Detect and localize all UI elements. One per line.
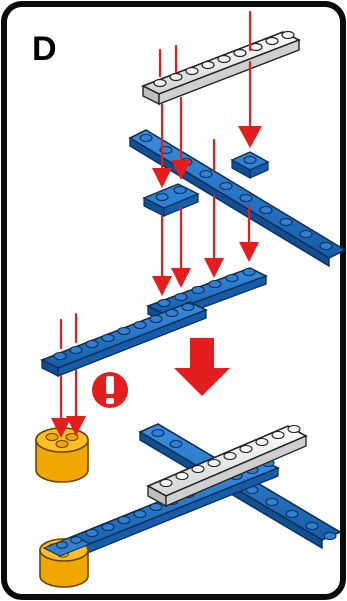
blue-plate-lower-left	[40, 301, 208, 378]
blue-tile-small-left	[142, 183, 200, 217]
white-plate-top	[141, 30, 301, 106]
orange-round-brick-left	[35, 427, 89, 483]
assembled-model	[39, 423, 342, 588]
blue-tile-small-right	[230, 151, 270, 180]
assembly-arrow-icon	[174, 338, 230, 396]
down-arrow-icon	[51, 10, 262, 438]
warning-exclamation-icon	[92, 372, 128, 408]
step-label: D	[32, 30, 57, 68]
